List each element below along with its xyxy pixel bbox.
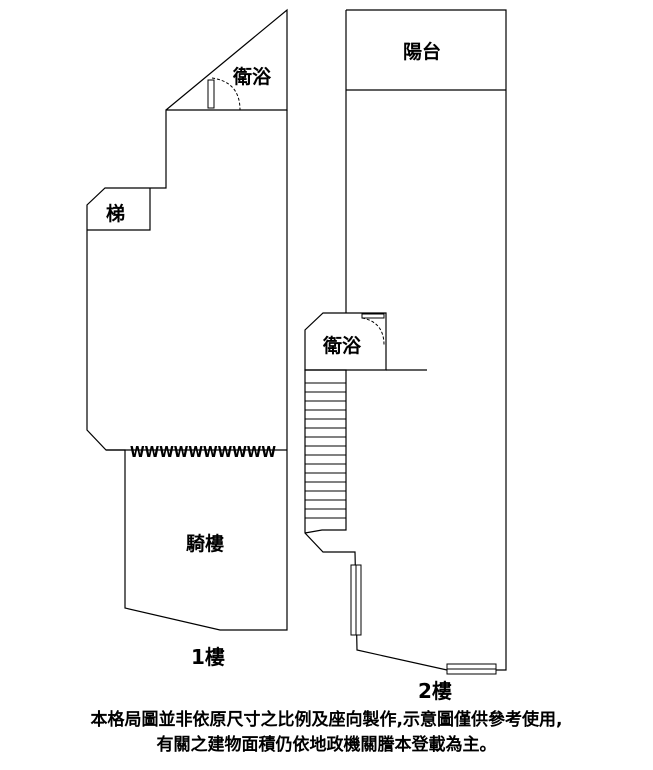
door-leaf	[207, 79, 215, 109]
floor-1-bathroom-label: 衛浴	[232, 65, 272, 88]
floor-2-outline	[304, 9, 507, 671]
floor-2-bathroom	[304, 312, 387, 371]
disclaimer-line-2: 有關之建物面積仍依地政機關謄本登載為主。	[156, 735, 497, 755]
arcade-label: 騎樓	[186, 532, 224, 555]
floor-2-door-swing	[361, 317, 385, 346]
disclaimer-line-1: 本格局圖並非依原尺寸之比例及座向製作,示意圖僅供參考使用,	[90, 710, 563, 730]
floor-2-label: 2樓	[418, 679, 452, 703]
floor-2-plan: 陽台 衛浴 2樓	[304, 9, 507, 703]
floor-plan: 衛浴 梯 WWWWWWWWWW 騎樓 1樓	[86, 8, 507, 703]
floor-1-outline	[86, 8, 288, 631]
door-swing-arc	[211, 77, 241, 111]
floor-2-door-leaf	[361, 313, 385, 319]
floor-1-label: 1樓	[191, 645, 225, 669]
rolling-shutter-label: WWWWWWWWWW	[130, 443, 276, 461]
floor-2-bathroom-label: 衛浴	[322, 334, 362, 357]
balcony-label: 陽台	[403, 40, 441, 63]
floor-1-plan: 衛浴 梯 WWWWWWWWWW 騎樓 1樓	[86, 8, 288, 669]
stairs-box	[87, 188, 151, 231]
stairs-label: 梯	[106, 202, 125, 225]
staircase	[305, 382, 346, 519]
